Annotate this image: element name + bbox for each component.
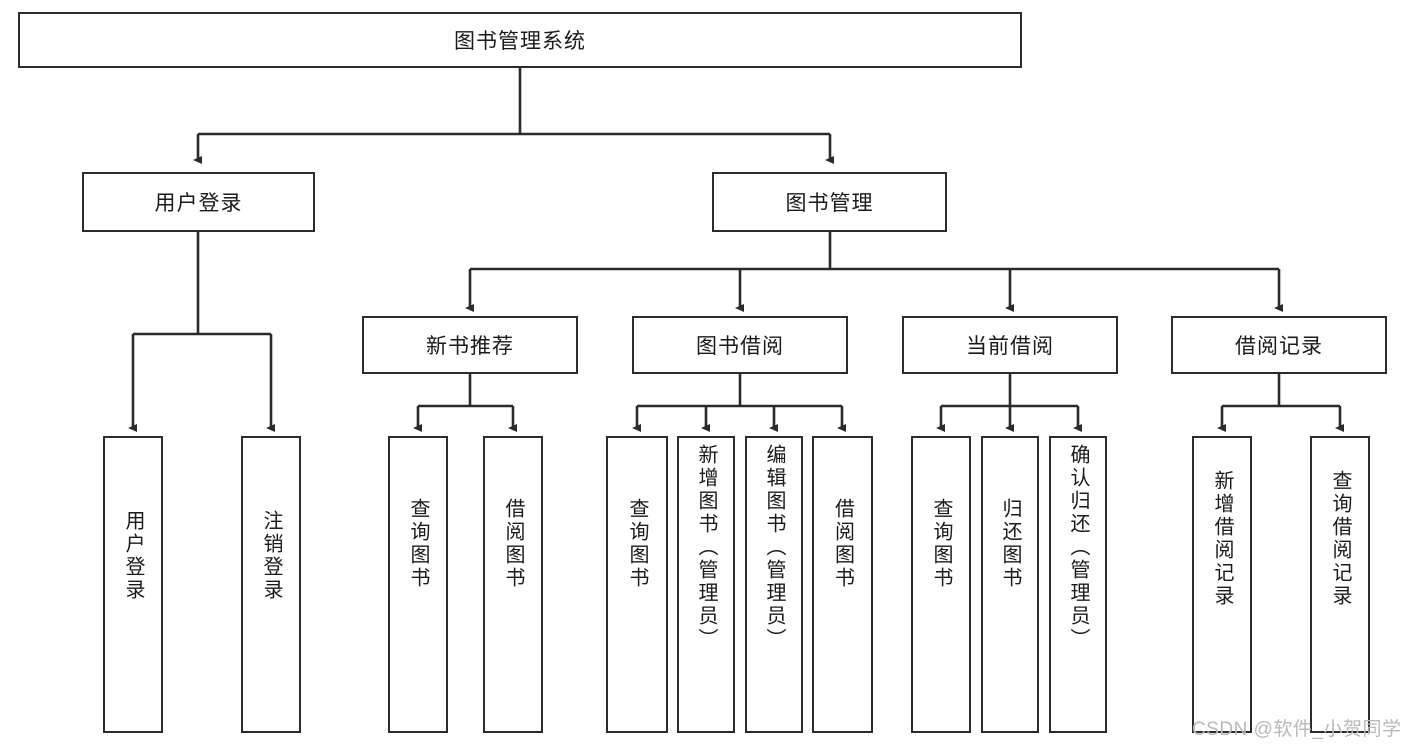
node-label: 图书管理系统 xyxy=(454,30,586,53)
node-label: 查询借阅记录 xyxy=(1329,470,1351,608)
node-label: 图书借阅 xyxy=(696,335,784,358)
node-new-book-recommend[interactable]: 新书推荐 xyxy=(362,316,578,374)
node-label: 图书管理 xyxy=(785,192,874,215)
node-label: 编辑图书（管理员） xyxy=(763,444,785,651)
node-book-borrow[interactable]: 图书借阅 xyxy=(632,316,848,374)
node-label: 当前借阅 xyxy=(966,335,1054,358)
node-label: 注销登录 xyxy=(260,510,282,602)
leaf-user-login[interactable]: 用户登录 xyxy=(103,436,163,733)
node-borrow-record[interactable]: 借阅记录 xyxy=(1171,316,1387,374)
leaf-query-book-current[interactable]: 查询图书 xyxy=(911,436,971,733)
leaf-borrow-book[interactable]: 借阅图书 xyxy=(812,436,873,733)
node-label: 用户登录 xyxy=(154,192,243,215)
node-label: 查询图书 xyxy=(626,498,648,590)
node-label: 借阅记录 xyxy=(1235,335,1323,358)
node-current-borrow[interactable]: 当前借阅 xyxy=(902,316,1118,374)
node-label: 新书推荐 xyxy=(426,335,514,358)
leaf-edit-book-admin[interactable]: 编辑图书（管理员） xyxy=(745,436,803,733)
node-label: 新增图书（管理员） xyxy=(695,444,717,651)
leaf-return-book[interactable]: 归还图书 xyxy=(981,436,1039,733)
leaf-query-book-recommend[interactable]: 查询图书 xyxy=(388,436,448,733)
node-label: 归还图书 xyxy=(999,498,1021,590)
leaf-query-book-borrow[interactable]: 查询图书 xyxy=(606,436,668,733)
node-label: 用户登录 xyxy=(122,510,144,602)
leaf-borrow-book-recommend[interactable]: 借阅图书 xyxy=(483,436,543,733)
node-label: 借阅图书 xyxy=(502,498,524,590)
node-label: 查询图书 xyxy=(930,498,952,590)
leaf-confirm-return-admin[interactable]: 确认归还（管理员） xyxy=(1049,436,1107,733)
node-book-management[interactable]: 图书管理 xyxy=(712,172,947,232)
node-label: 借阅图书 xyxy=(831,498,854,590)
csdn-watermark: CSDN @软件_小贺同学 xyxy=(1192,719,1402,740)
node-label: 查询图书 xyxy=(407,498,429,590)
leaf-query-borrow-record[interactable]: 查询借阅记录 xyxy=(1310,436,1370,733)
leaf-add-book-admin[interactable]: 新增图书（管理员） xyxy=(677,436,735,733)
node-label: 确认归还（管理员） xyxy=(1067,444,1089,651)
node-root-system[interactable]: 图书管理系统 xyxy=(18,12,1022,68)
leaf-add-borrow-record[interactable]: 新增借阅记录 xyxy=(1192,436,1252,733)
node-user-login[interactable]: 用户登录 xyxy=(82,172,315,232)
leaf-logout[interactable]: 注销登录 xyxy=(241,436,301,733)
node-label: 新增借阅记录 xyxy=(1211,470,1233,608)
